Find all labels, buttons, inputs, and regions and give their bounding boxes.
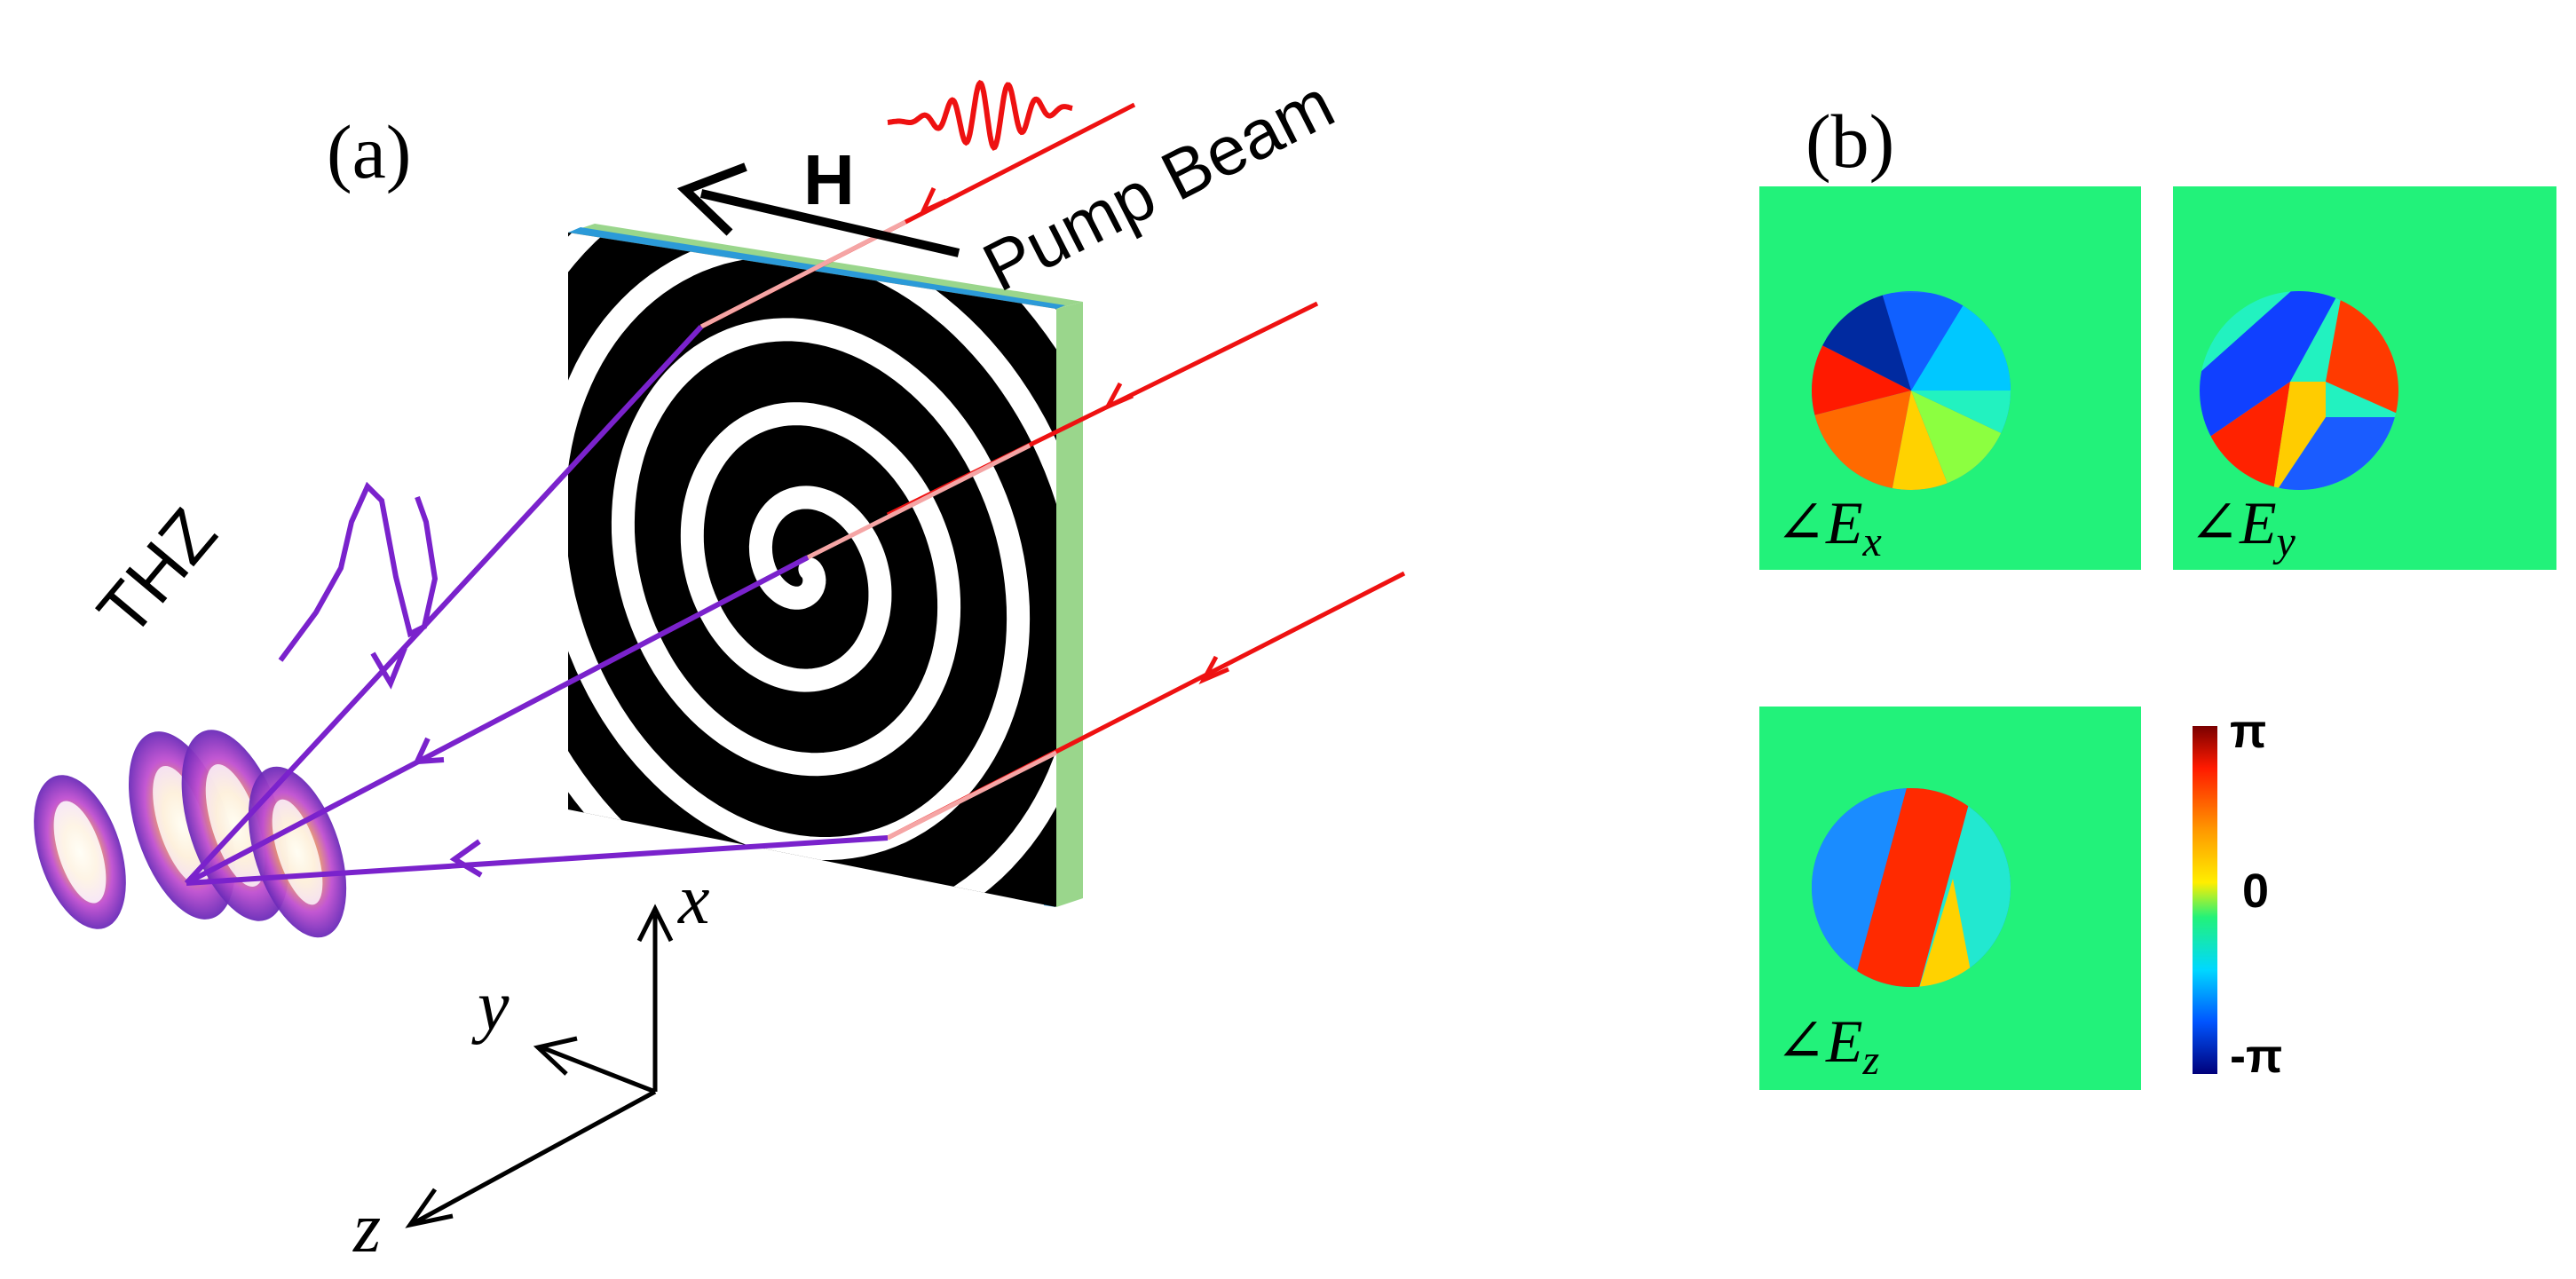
y-axis (541, 1045, 656, 1094)
thz-pulse-wave (278, 481, 439, 662)
svg-text:∠Ez: ∠Ez (1775, 1007, 1880, 1084)
pump-beam-2-inside (806, 443, 1031, 560)
substrate-green-side (1056, 302, 1083, 907)
map-ez-angle: ∠ (1775, 1007, 1826, 1075)
thz-arrow-1 (370, 646, 407, 690)
colorbar (2193, 726, 2217, 1074)
y-axis-label: y (471, 967, 510, 1046)
thz-beam-arrowheads (370, 646, 483, 878)
pump-arrow-3 (1198, 655, 1229, 685)
pump-arrow-2 (1102, 382, 1134, 412)
pump-beam-arrowheads (918, 186, 1229, 685)
thz-arrow-3 (449, 839, 483, 878)
pump-beam-3-inside (886, 750, 1058, 841)
thz-beam-1 (184, 324, 704, 886)
z-axis-label: z (352, 1189, 381, 1267)
z-axis (412, 1089, 657, 1226)
phase-map-ex: ∠Ex (1759, 186, 2141, 570)
svg-text:∠Ey: ∠Ey (2189, 489, 2296, 565)
metasurface-plate (568, 224, 1083, 907)
map-ez-sub: z (1862, 1037, 1880, 1084)
map-ex-angle: ∠ (1775, 489, 1826, 557)
colorbar-min-label: -π (2230, 1030, 2282, 1083)
field-h-arrow (676, 162, 960, 257)
map-ey-sub: y (2272, 518, 2296, 565)
thz-beam-2 (185, 555, 810, 886)
thz-arrow-2 (413, 737, 445, 765)
map-ex-letter: E (1825, 489, 1863, 557)
colorbar-max-label: π (2230, 705, 2266, 758)
pump-beam-1-inside (699, 219, 907, 329)
pump-pulse-wave (887, 79, 1073, 151)
map-ez-letter: E (1825, 1007, 1863, 1075)
colorbar-mid-label: 0 (2242, 865, 2269, 918)
phase-map-ez: ∠Ez (1759, 707, 2141, 1090)
panel-a-label: (a) (327, 109, 411, 194)
panel-b-label: (b) (1806, 99, 1894, 184)
thz-beam-3 (186, 835, 889, 886)
x-axis-label: x (677, 861, 710, 939)
map-ey-letter: E (2239, 489, 2277, 557)
phase-map-ey: ∠Ey (2173, 186, 2556, 570)
map-ey-angle: ∠ (2189, 489, 2240, 557)
thz-label: THZ (83, 494, 232, 651)
thz-vortex-beam (34, 730, 347, 938)
thz-beams (184, 324, 889, 886)
coordinate-axes (405, 904, 674, 1228)
field-h-label: H (803, 140, 855, 219)
map-ex-sub: x (1862, 518, 1882, 565)
pump-beam-label: Pump Beam (971, 64, 1346, 306)
pump-beams (699, 102, 1406, 841)
pump-arrow-1 (918, 186, 948, 217)
svg-text:∠Ex: ∠Ex (1775, 489, 1882, 565)
